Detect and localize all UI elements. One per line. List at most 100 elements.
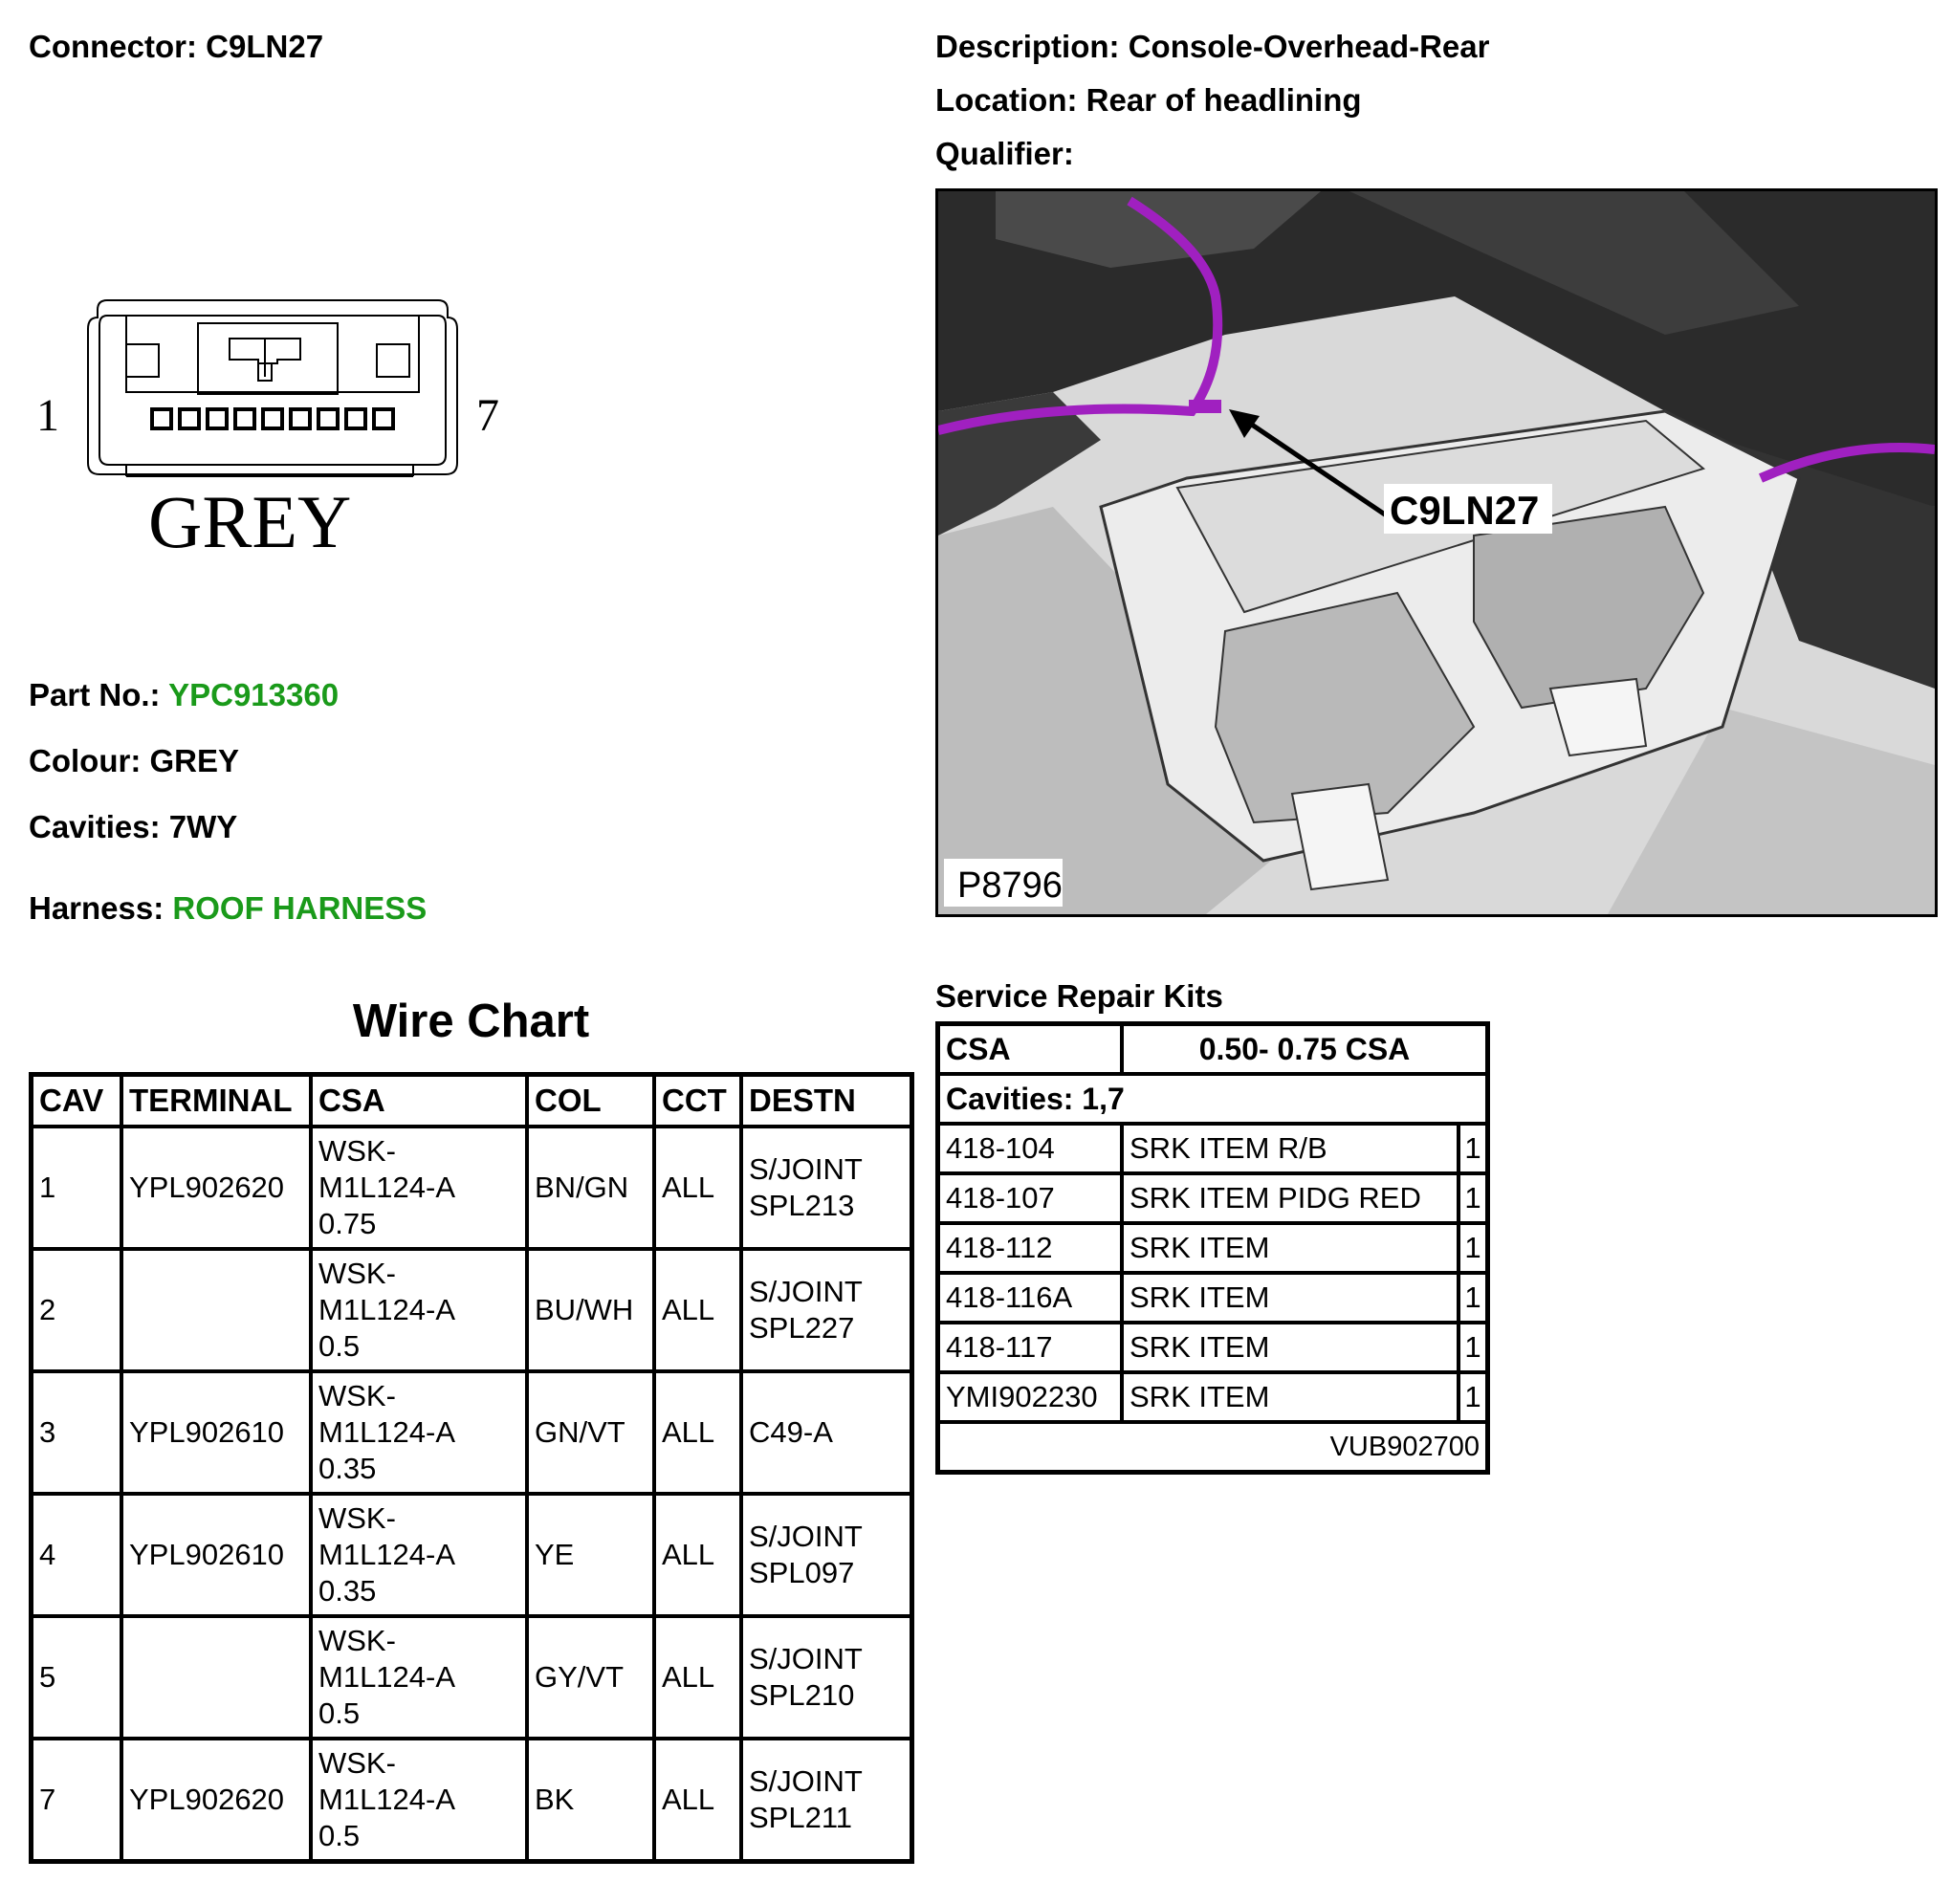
csa-line: 0.35 (318, 1574, 377, 1608)
cav-cell: 5 (29, 1614, 123, 1740)
col-cell: BN/GN (525, 1125, 656, 1251)
cct-cell: ALL (652, 1492, 743, 1618)
cct-cell: ALL (652, 1247, 743, 1373)
csa-line: 0.5 (318, 1819, 361, 1852)
qualifier-label: Qualifier: (935, 136, 1074, 171)
cct-cell: ALL (652, 1737, 743, 1864)
wire-chart-table: CAV TERMINAL CSA COL CCT DESTN 1 YPL9026… (29, 1072, 914, 1864)
col-cell: BU/WH (525, 1247, 656, 1373)
csa-line: M1L124-A (318, 1538, 456, 1571)
colour-row: Colour: GREY (29, 745, 239, 777)
srk-item-code: YMI902230 (935, 1370, 1124, 1424)
pin-7-label: 7 (476, 390, 499, 441)
colour-value: GREY (149, 743, 240, 778)
srk-item-code: 418-117 (935, 1321, 1124, 1374)
srk-item-desc: SRK ITEM R/B (1120, 1122, 1460, 1175)
location-value: Rear of headlining (1086, 82, 1362, 118)
destn-line: SPL211 (749, 1801, 853, 1834)
qualifier-heading: Qualifier: (935, 138, 1074, 169)
srk-item-desc: SRK ITEM (1120, 1271, 1460, 1324)
connector-colour-text: GREY (148, 480, 351, 563)
srk-item-desc: SRK ITEM (1120, 1370, 1460, 1424)
srk-item-code: 418-112 (935, 1221, 1124, 1275)
destn-line: S/JOINT (749, 1764, 863, 1798)
csa-line: 0.75 (318, 1207, 377, 1240)
srk-kit-number: VUB902700 (935, 1420, 1490, 1475)
destn-line: S/JOINT (749, 1520, 863, 1553)
wire-chart-header-row: CAV TERMINAL CSA COL CCT DESTN (29, 1072, 914, 1128)
csa-line: WSK- (318, 1257, 396, 1290)
connector-value: C9LN27 (206, 29, 324, 64)
cav-cell: 4 (29, 1492, 123, 1618)
location-label: Location: (935, 82, 1078, 118)
srk-item-row: 418-117 SRK ITEM 1 (935, 1321, 1490, 1374)
srk-item-code: 418-104 (935, 1122, 1124, 1175)
col-cell: GN/VT (525, 1369, 656, 1496)
header-cct: CCT (652, 1072, 743, 1128)
csa-line: M1L124-A (318, 1660, 456, 1694)
header-cav: CAV (29, 1072, 123, 1128)
srk-item-desc: SRK ITEM (1120, 1321, 1460, 1374)
header-terminal: TERMINAL (120, 1072, 313, 1128)
connector-heading: Connector: C9LN27 (29, 31, 323, 62)
photo-reference: P8796 (957, 865, 1063, 906)
srk-item-desc: SRK ITEM PIDG RED (1120, 1171, 1460, 1225)
service-repair-kits-title: Service Repair Kits (935, 978, 1223, 1014)
srk-csa-label: CSA (935, 1021, 1124, 1076)
srk-item-row: YMI902230 SRK ITEM 1 (935, 1370, 1490, 1424)
csa-line: WSK- (318, 1379, 396, 1412)
col-cell: GY/VT (525, 1614, 656, 1740)
cavities-row: Cavities: 7WY (29, 811, 237, 843)
pin-1-label: 1 (36, 390, 59, 441)
srk-item-code: 418-116A (935, 1271, 1124, 1324)
cav-cell: 3 (29, 1369, 123, 1496)
cav-cell: 1 (29, 1125, 123, 1251)
destn-cell: C49-A (739, 1369, 914, 1496)
col-cell: BK (525, 1737, 656, 1864)
header-destn: DESTN (739, 1072, 914, 1128)
connector-face-drawing: 1 7 GREY (36, 299, 499, 563)
destn-line: SPL213 (749, 1189, 855, 1222)
srk-footer-row: VUB902700 (935, 1420, 1490, 1475)
srk-item-qty: 1 (1457, 1370, 1490, 1424)
destn-line: S/JOINT (749, 1275, 863, 1308)
header-col: COL (525, 1072, 656, 1128)
srk-item-qty: 1 (1457, 1171, 1490, 1225)
srk-item-qty: 1 (1457, 1122, 1490, 1175)
location-heading: Location: Rear of headlining (935, 84, 1362, 116)
part-number-link[interactable]: YPC913360 (168, 677, 340, 712)
cct-cell: ALL (652, 1614, 743, 1740)
cavities-value: 7WY (168, 809, 238, 844)
description-heading: Description: Console-Overhead-Rear (935, 31, 1489, 62)
harness-link[interactable]: ROOF HARNESS (172, 890, 428, 926)
cct-cell: ALL (652, 1369, 743, 1496)
service-repair-kits-table: CSA 0.50- 0.75 CSA Cavities: 1,7 418-104… (935, 1021, 1490, 1475)
csa-line: WSK- (318, 1134, 396, 1168)
csa-line: 0.5 (318, 1696, 361, 1730)
srk-item-qty: 1 (1457, 1221, 1490, 1275)
description-value: Console-Overhead-Rear (1128, 29, 1490, 64)
terminal-cell (120, 1247, 313, 1373)
console-illustration: C9LN27 P8796 (938, 191, 1935, 914)
terminal-cell (120, 1614, 313, 1740)
destn-line: C49-A (749, 1415, 833, 1449)
csa-line: WSK- (318, 1501, 396, 1535)
csa-line: M1L124-A (318, 1783, 456, 1816)
part-number-label: Part No.: (29, 677, 161, 712)
terminal-cell: YPL902610 (120, 1369, 313, 1496)
srk-item-desc: SRK ITEM (1120, 1221, 1460, 1275)
destn-line: SPL210 (749, 1678, 855, 1712)
harness-label: Harness: (29, 890, 164, 926)
csa-line: M1L124-A (318, 1293, 456, 1326)
cct-cell: ALL (652, 1125, 743, 1251)
